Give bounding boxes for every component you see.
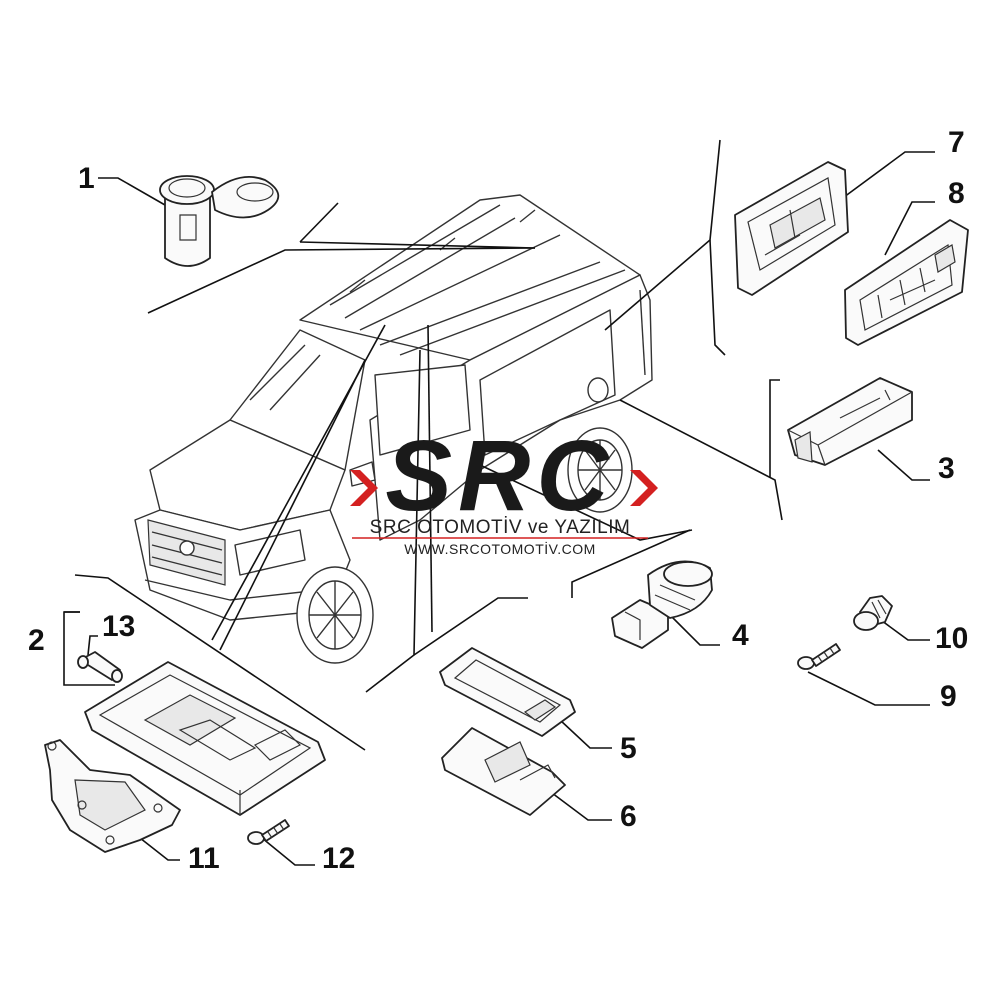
callout-12: 12 xyxy=(322,842,355,875)
callout-2: 2 xyxy=(28,624,45,657)
chevron-right-icon xyxy=(630,470,658,506)
watermark-company: SRC OTOMOTİV ve YAZILIM xyxy=(370,517,631,538)
callout-4: 4 xyxy=(732,619,749,652)
part-11-bracket xyxy=(44,739,181,853)
part-7-handle-bezel xyxy=(734,161,849,296)
watermark: SRC SRC OTOMOTİV ve YAZILIM WWW.SRCOTOMO… xyxy=(350,420,658,557)
callout-7: 7 xyxy=(948,126,965,159)
part-4-bulb-holder xyxy=(611,560,713,649)
watermark-url: WWW.SRCOTOMOTİV.COM xyxy=(404,540,596,557)
callout-labels: 1 2 3 4 5 6 7 8 9 10 11 12 13 xyxy=(28,126,968,875)
part-3-switch-module xyxy=(787,377,913,466)
part-10-clip xyxy=(853,595,893,631)
callout-3: 3 xyxy=(938,452,955,485)
watermark-logo: SRC xyxy=(385,420,614,532)
callout-11: 11 xyxy=(188,842,220,875)
part-12-screw xyxy=(247,819,290,845)
part-2-lamp-housing xyxy=(84,661,326,816)
leader-lines xyxy=(63,139,935,866)
callout-10: 10 xyxy=(935,622,968,655)
callout-6: 6 xyxy=(620,800,637,833)
part-5-lens xyxy=(439,647,576,737)
part-9-screw xyxy=(797,643,841,670)
part-13-bulb xyxy=(77,651,123,683)
callout-8: 8 xyxy=(948,177,965,210)
callout-5: 5 xyxy=(620,732,637,765)
chevron-left-icon xyxy=(350,470,378,506)
part-1-socket xyxy=(159,175,280,267)
part-8-trim-plate xyxy=(844,219,969,346)
part-6-cover xyxy=(441,727,566,816)
van-illustration xyxy=(134,194,653,664)
callout-1: 1 xyxy=(78,162,95,195)
callout-13: 13 xyxy=(102,610,135,643)
callout-9: 9 xyxy=(940,680,957,713)
